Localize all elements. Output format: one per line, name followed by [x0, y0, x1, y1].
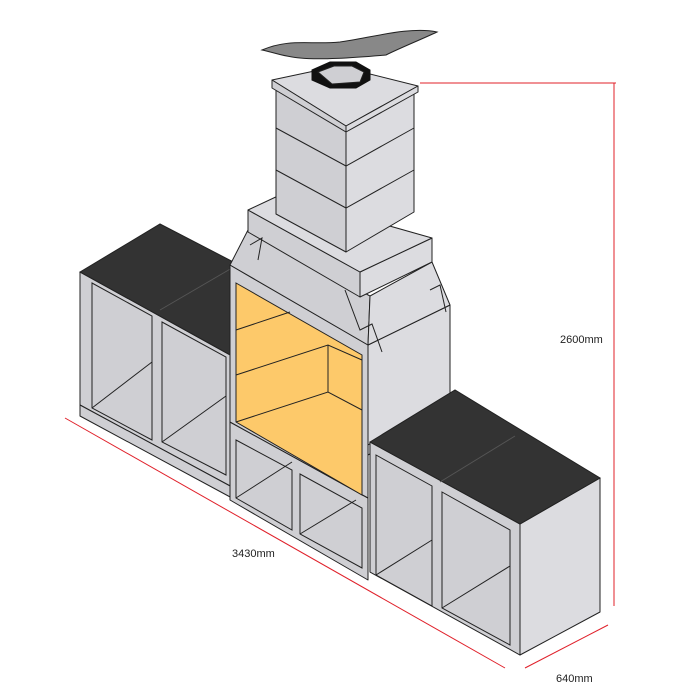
depth-label: 640mm: [556, 673, 593, 685]
chimney: [260, 29, 439, 253]
dimension-lines: [64, 82, 616, 669]
left-counter-unit: [78, 223, 246, 499]
right-worktop: [369, 389, 601, 525]
right-counter-unit: [369, 389, 601, 656]
firebox: [235, 282, 363, 496]
height-label: 2600mm: [560, 334, 603, 346]
width-label: 3430mm: [232, 548, 275, 560]
